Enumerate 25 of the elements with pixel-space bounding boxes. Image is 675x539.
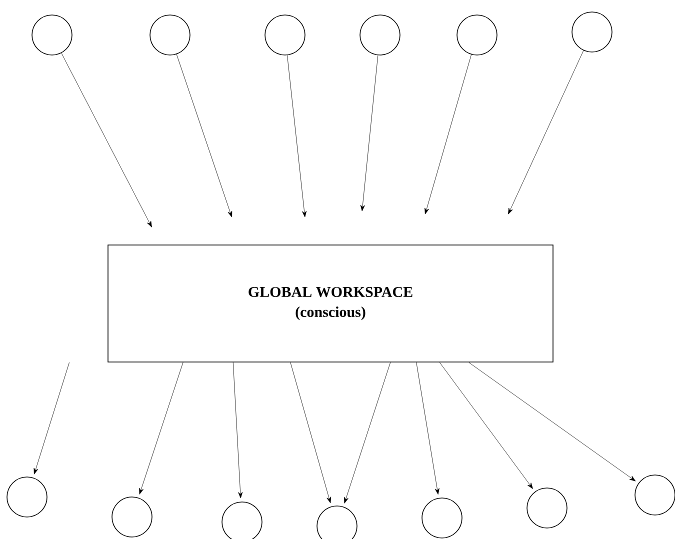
arrow (176, 54, 232, 218)
arrow (290, 362, 332, 504)
arrow (61, 52, 152, 228)
arrow (468, 362, 636, 482)
circle (422, 498, 462, 538)
arrow (34, 362, 70, 474)
arrow (424, 54, 472, 214)
circle (264, 14, 306, 56)
circle (526, 488, 568, 528)
circle (150, 14, 190, 56)
arrow (287, 55, 307, 218)
circle (456, 14, 498, 56)
workspace-box: GLOBAL WORKSPACE (conscious) (108, 244, 554, 362)
arrow (232, 362, 243, 498)
arrow (139, 362, 184, 494)
circle (32, 14, 72, 56)
circle (6, 476, 48, 518)
arrow (416, 362, 440, 495)
arrow (344, 362, 391, 504)
circle (112, 496, 152, 538)
arrow (508, 50, 584, 214)
arrow (439, 362, 533, 489)
circle (360, 14, 400, 56)
circle (572, 12, 612, 52)
arrow (360, 55, 378, 212)
